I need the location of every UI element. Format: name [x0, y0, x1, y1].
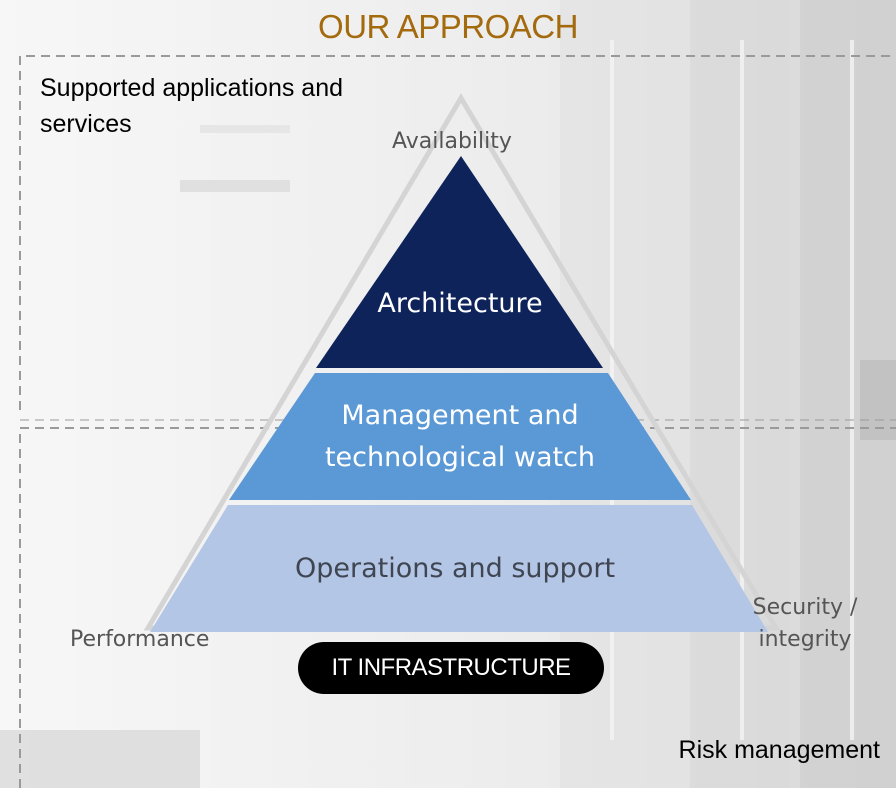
tier-operations-shape	[150, 505, 768, 632]
tier-operations-label: Operations and support	[294, 553, 616, 584]
page-title: OUR APPROACH	[318, 8, 578, 45]
corner-label-security: Security / integrity	[752, 595, 858, 652]
corner-label-performance: Performance	[70, 627, 210, 652]
zone-label-risk: Risk management	[678, 736, 880, 764]
zone-label-applications: Supported applications and services	[40, 74, 344, 138]
zone-top-border	[19, 55, 896, 410]
corner-label-availability: Availability	[392, 129, 512, 154]
tier-management-label: Management and technological watch	[324, 400, 596, 473]
zone-bottom-border	[19, 427, 896, 788]
tier-architecture-shape	[316, 156, 603, 368]
it-infrastructure-badge: IT INFRASTRUCTURE	[298, 642, 604, 694]
tier-management-shape	[229, 373, 691, 500]
tier-architecture-label: Architecture	[377, 288, 543, 319]
